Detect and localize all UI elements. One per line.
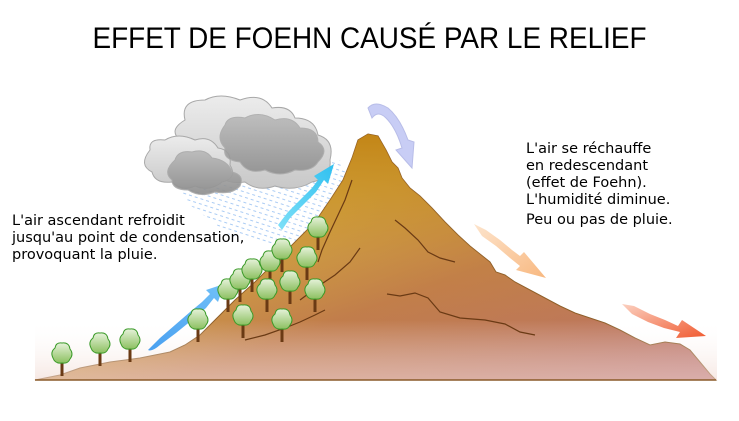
descending-air-caption: L'air se réchauffe en redescendant (effe… — [526, 141, 673, 229]
caption-line: L'air ascendant refroidit — [12, 213, 185, 229]
caption-line: jusqu'au point de condensation, — [12, 230, 245, 246]
caption-line: (effet de Foehn). — [526, 175, 647, 191]
tree — [51, 342, 73, 376]
trees — [51, 216, 329, 376]
tree — [279, 270, 301, 304]
tree — [271, 238, 293, 272]
tree — [232, 304, 254, 338]
rain-cloud — [144, 95, 332, 196]
tree — [271, 308, 293, 342]
ascending-air-arrows — [148, 164, 334, 351]
ascending-air-caption: L'air ascendant refroidit jusqu'au point… — [12, 213, 244, 264]
tree — [256, 278, 278, 312]
tree — [307, 216, 329, 250]
tree — [187, 308, 209, 342]
caption-line: L'humidité diminue. — [526, 192, 671, 208]
tree — [89, 332, 111, 366]
tree — [119, 328, 141, 362]
caption-conclusion: Peu ou pas de pluie. — [526, 212, 673, 228]
diagram-title: EFFET DE FOEHN CAUSÉ PAR LE RELIEF — [92, 22, 647, 55]
caption-line: provoquant la pluie. — [12, 247, 158, 263]
descending-air-arrows — [367, 103, 706, 338]
mountain — [34, 133, 718, 381]
tree — [304, 278, 326, 312]
caption-line: en redescendant — [526, 158, 649, 174]
tree — [241, 258, 263, 292]
caption-line: L'air se réchauffe — [526, 141, 652, 157]
tree — [296, 246, 318, 280]
